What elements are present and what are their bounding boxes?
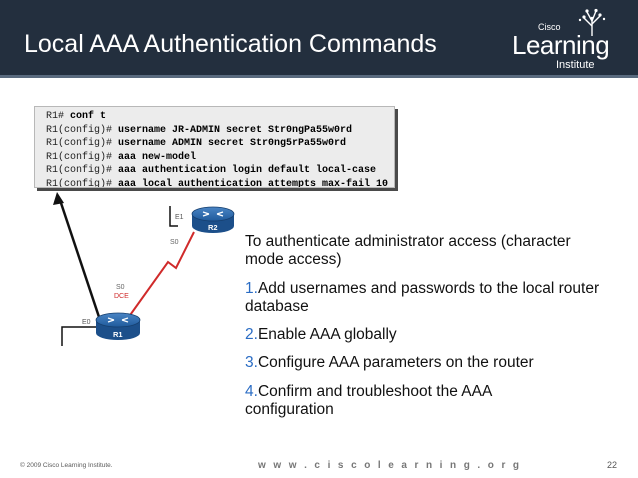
r1-e0-link	[61, 326, 96, 346]
footer-url: w w w . c i s c o l e a r n i n g . o r …	[258, 460, 522, 471]
arrow-head-icon	[53, 192, 64, 205]
header-stripe	[0, 75, 638, 78]
cisco-learning-institute-logo: Cisco Learning Institute	[512, 8, 632, 72]
logo-learning-text: Learning	[512, 30, 610, 60]
step-3: 3.Configure AAA parameters on the router	[245, 354, 534, 371]
r1-label: R1	[113, 330, 123, 339]
r2-s0-label: S0	[170, 239, 179, 246]
slide-title: Local AAA Authentication Commands	[24, 30, 437, 58]
page-number: 22	[607, 460, 618, 470]
router-r1-icon	[95, 312, 141, 340]
step-1: 1.Add usernames and passwords to the loc…	[245, 280, 600, 315]
e0-label: E0	[82, 319, 91, 326]
serial-link	[127, 231, 195, 319]
logo-institute-text: Institute	[556, 59, 595, 71]
r2-e1-link	[169, 206, 178, 227]
command-line: R1# conf t	[46, 111, 107, 122]
dce-label: DCE	[114, 293, 129, 300]
step-2: 2.Enable AAA globally	[245, 326, 397, 343]
pointer-arrow	[58, 199, 102, 321]
command-line: R1(config)# username JR-ADMIN secret Str…	[46, 124, 353, 136]
e1-label: E1	[175, 214, 184, 221]
step-4: 4.Confirm and troubleshoot the AAA confi…	[245, 383, 492, 418]
router-r2-icon	[191, 206, 235, 233]
r2-label: R2	[208, 223, 218, 232]
tree-icon	[578, 8, 606, 36]
command-line: R1(config)# aaa authentication login def…	[46, 165, 377, 177]
command-line: R1(config)# aaa new-model	[46, 151, 197, 163]
network-topology: E1 E0 S0 S0 DCE R2 R1	[53, 192, 235, 346]
command-line: R1(config)# username ADMIN secret Str0ng…	[46, 138, 347, 150]
intro-text: To authenticate administrator access (ch…	[245, 233, 571, 268]
command-line: R1(config)# aaa local authentication att…	[46, 178, 389, 188]
r1-s0-label: S0	[116, 284, 125, 291]
logo-cisco-text: Cisco	[538, 22, 561, 32]
command-box: R1# conf t R1(config)# username JR-ADMIN…	[34, 106, 395, 188]
slide-header: Local AAA Authentication Commands Cisco …	[0, 0, 638, 78]
footer-copyright: © 2009 Cisco Learning Institute.	[20, 462, 113, 469]
